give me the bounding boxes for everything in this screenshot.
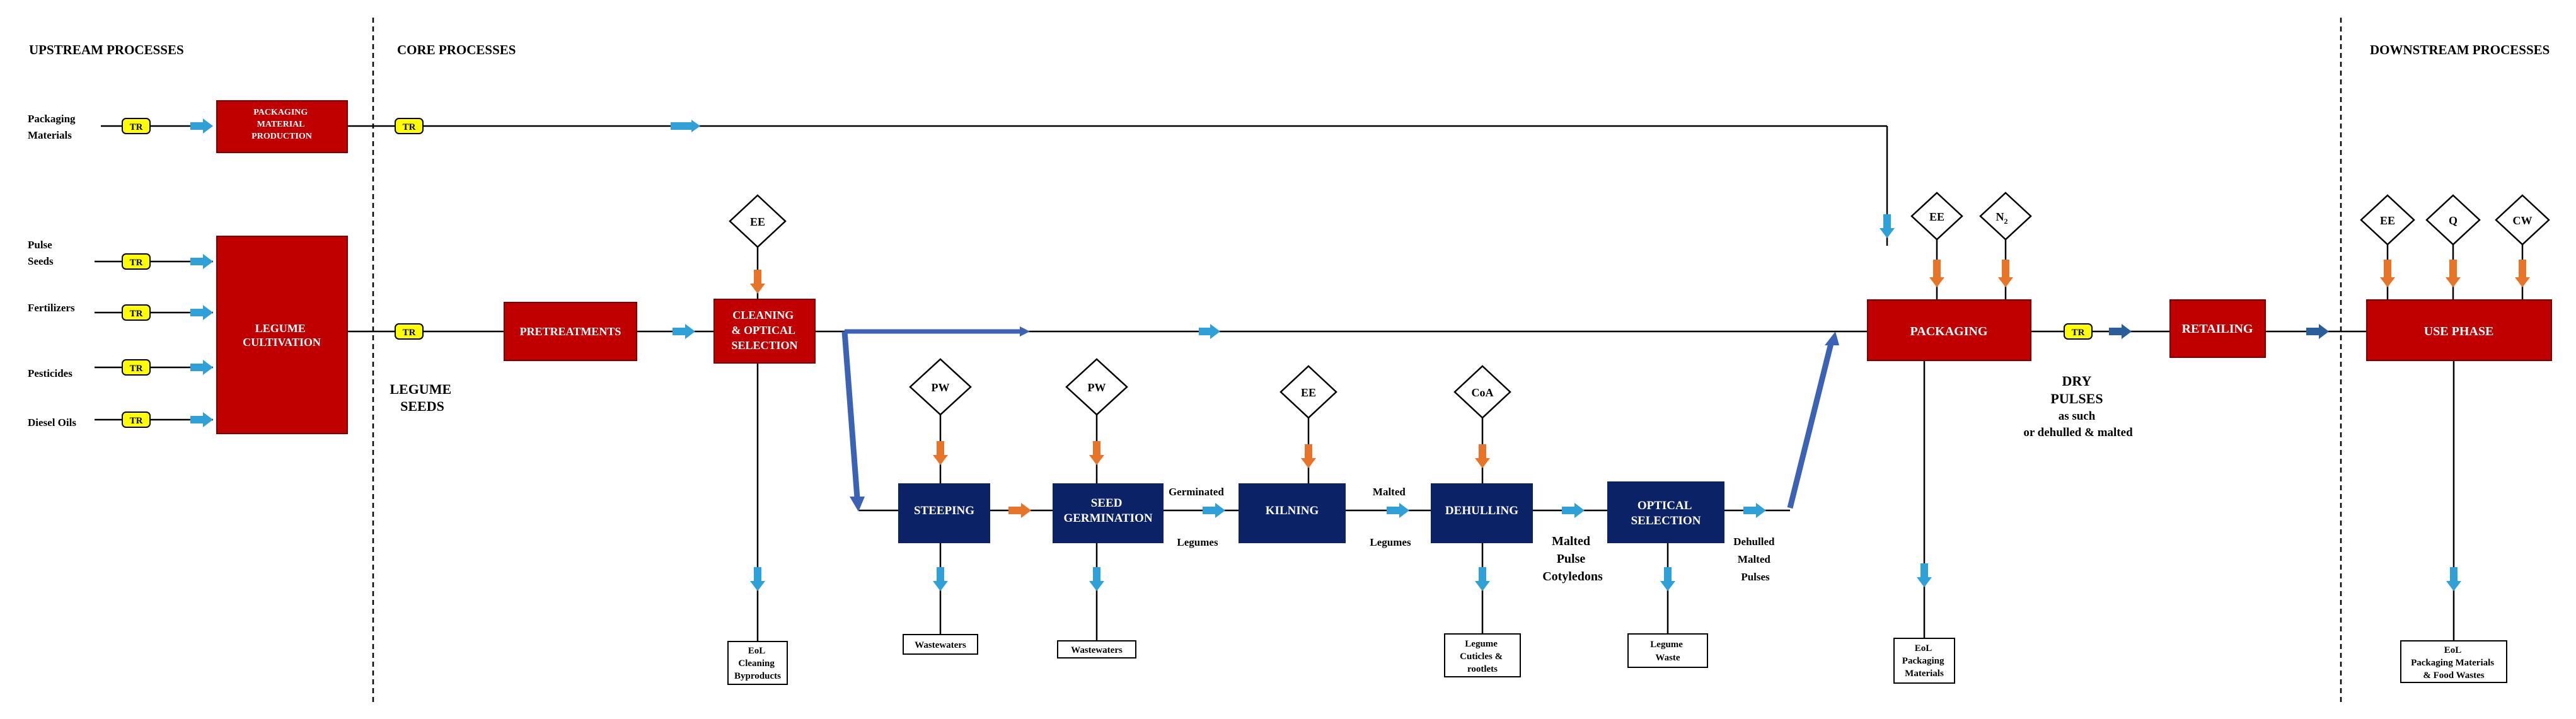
input-fertilizers: Fertilizers <box>28 302 75 314</box>
tr-tag: TR <box>2064 323 2093 340</box>
svg-text:EE: EE <box>1301 386 1316 399</box>
orange-arrows <box>750 260 2530 518</box>
svg-text:PACKAGING MATERIAL: PACKAGING MATERIAL PRODUCTION <box>251 108 312 141</box>
svg-text:N2: N2 <box>1996 210 2008 226</box>
svg-text:SEED GERMINATION: SEED GERMINATION <box>1063 497 1152 525</box>
svg-text:KILNING: KILNING <box>1266 504 1319 517</box>
output-eol-cleaning: EoL Cleaning Byproducts <box>727 641 788 685</box>
svg-text:EoL Packaging Materials: EoL Packaging Materials & Food Wastes <box>2411 645 2497 681</box>
label-malted-legumes: Malted Legumes <box>1370 486 1411 548</box>
svg-text:TR: TR <box>130 122 143 132</box>
svg-text:PW: PW <box>932 381 950 394</box>
svg-text:OPTICAL SELECTION: OPTICAL SELECTION <box>1631 499 1701 527</box>
svg-text:CoA: CoA <box>1472 386 1494 399</box>
input-pesticides: Pesticides <box>28 367 72 379</box>
label-germinated-legumes: Germinated Legumes <box>1169 486 1227 548</box>
output-eol-packaging: EoL Packaging Materials <box>1893 638 1955 684</box>
tr-tag: TR <box>395 323 424 340</box>
tr-tag: TR <box>122 359 151 376</box>
process-legume-cultivation: LEGUME CULTIVATION <box>216 236 348 434</box>
svg-text:CW: CW <box>2513 214 2533 227</box>
output-legume-cuticles: Legume Cuticles & rootlets <box>1444 633 1521 677</box>
svg-text:EoL Packaging Mate: EoL Packaging Materials <box>1902 643 1946 679</box>
tr-tag: TR <box>395 118 424 134</box>
process-pretreatments: PRETREATMENTS <box>504 302 637 361</box>
process-packaging-material-production: PACKAGING MATERIAL PRODUCTION <box>216 100 348 153</box>
svg-text:EE: EE <box>750 216 765 228</box>
process-seed-germination: SEED GERMINATION <box>1053 483 1164 543</box>
diamond-germination-pw: PW <box>1065 358 1128 416</box>
svg-text:LEGUME CULTIVATION: LEGUME CULTIVATION <box>243 322 321 348</box>
input-diesel-oils: Diesel Oils <box>28 417 76 429</box>
tr-tag: TR <box>122 411 151 428</box>
malting-branch-arrows <box>841 331 1839 512</box>
svg-text:TR: TR <box>130 416 143 426</box>
svg-text:TR: TR <box>130 309 143 319</box>
diamond-use-cw: CW <box>2495 194 2550 246</box>
process-use-phase: USE PHASE <box>2366 299 2552 361</box>
header-upstream: UPSTREAM PROCESSES <box>29 42 184 57</box>
svg-text:PW: PW <box>1088 381 1106 394</box>
svg-text:PACKAGING: PACKAGING <box>1910 325 1988 338</box>
svg-text:Q: Q <box>2449 214 2458 227</box>
process-packaging: PACKAGING <box>1867 299 2031 361</box>
svg-text:Legume Cuticles &: Legume Cuticles & rootlets <box>1460 639 1505 674</box>
process-optical-selection: OPTICAL SELECTION <box>1607 481 1724 543</box>
svg-text:TR: TR <box>130 364 143 374</box>
input-packaging-materials: Packaging Materials <box>28 113 78 141</box>
blue-arrows <box>190 118 2461 591</box>
svg-text:EoL Cleaning Bypro: EoL Cleaning Byproducts <box>734 646 781 681</box>
process-dehulling: DEHULLING <box>1431 483 1533 543</box>
svg-text:EE: EE <box>2380 214 2395 227</box>
svg-text:DEHULLING: DEHULLING <box>1445 504 1518 517</box>
svg-text:PRETREATMENTS: PRETREATMENTS <box>520 325 621 338</box>
svg-text:TR: TR <box>130 258 143 268</box>
svg-text:TR: TR <box>403 122 416 132</box>
bypass-arrow <box>845 326 1030 336</box>
svg-text:Wastewaters: Wastewaters <box>915 640 966 650</box>
diamond-steeping-pw: PW <box>909 358 972 416</box>
svg-text:USE PHASE: USE PHASE <box>2424 325 2494 338</box>
svg-text:EE: EE <box>1929 210 1944 223</box>
svg-text:STEEPING: STEEPING <box>914 504 974 517</box>
svg-text:CLEANING & OPTICAL: CLEANING & OPTICAL SELECTION <box>731 309 797 352</box>
diamond-use-ee: EE <box>2360 194 2415 246</box>
tr-tag: TR <box>122 253 151 270</box>
diamond-kilning-ee: EE <box>1279 365 1337 419</box>
output-wastewaters-steeping: Wastewaters <box>903 634 978 655</box>
process-kilning: KILNING <box>1239 483 1346 543</box>
svg-text:TR: TR <box>2072 328 2085 338</box>
label-legume-seeds: LEGUME SEEDS <box>390 381 454 414</box>
svg-text:Wastewaters: Wastewaters <box>1071 645 1123 655</box>
diamond-use-q: Q <box>2425 194 2481 246</box>
header-core: CORE PROCESSES <box>397 42 516 57</box>
output-legume-waste: Legume Waste <box>1627 633 1708 668</box>
tr-tag: TR <box>122 118 151 134</box>
output-eol-food: EoL Packaging Materials & Food Wastes <box>2400 640 2507 683</box>
header-downstream: DOWNSTREAM PROCESSES <box>2370 42 2550 57</box>
tr-tag: TR <box>122 304 151 321</box>
label-malted-pulse-cotyledons: Malted Pulse Cotyledons <box>1542 534 1603 584</box>
svg-text:TR: TR <box>403 328 416 338</box>
output-wastewaters-germination: Wastewaters <box>1057 640 1136 659</box>
process-steeping: STEEPING <box>898 483 990 543</box>
label-dry-pulses: DRY PULSES as such or dehulled & malted <box>2023 373 2133 439</box>
diamond-packaging-n2: N2 <box>1979 192 2032 241</box>
diamond-cleaning-ee: EE <box>729 194 787 248</box>
process-cleaning-optical-selection: CLEANING & OPTICAL SELECTION <box>713 299 816 364</box>
diamond-dehulling-coa: CoA <box>1453 365 1511 419</box>
input-pulse-seeds: Pulse Seeds <box>28 239 55 267</box>
svg-text:Legume Waste: Legume Waste <box>1650 640 1685 663</box>
label-dehulled-malted-pulses: Dehulled Malted Pulses <box>1733 536 1777 583</box>
dark-arrows <box>2109 324 2329 339</box>
diamond-packaging-ee: EE <box>1910 192 1963 241</box>
process-retailing: RETAILING <box>2169 299 2266 358</box>
svg-text:RETAILING: RETAILING <box>2182 322 2253 336</box>
